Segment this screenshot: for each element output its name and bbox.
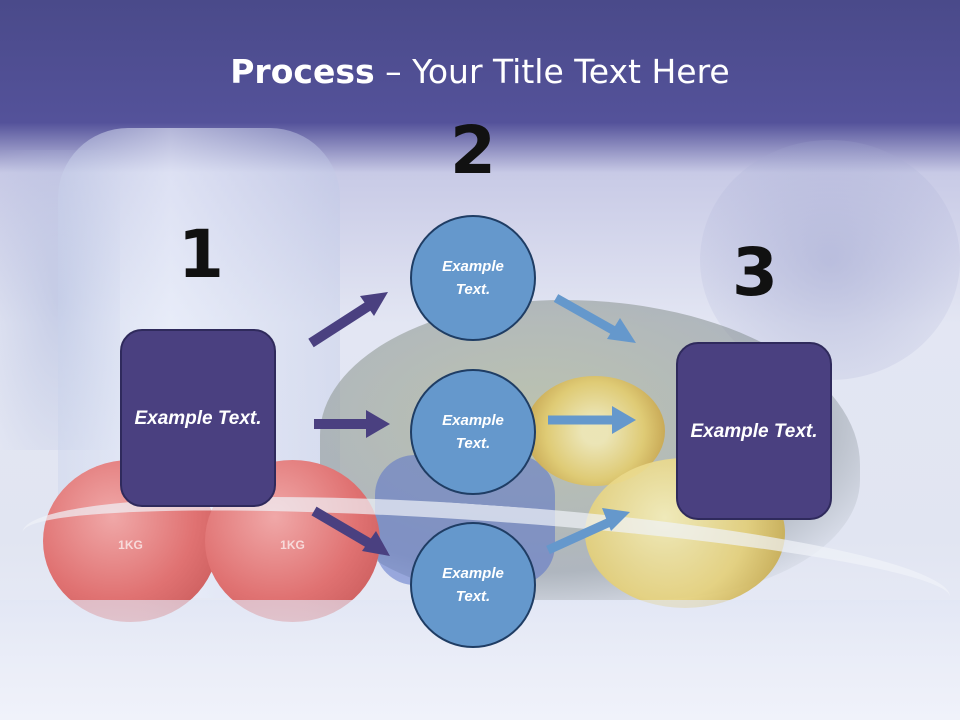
step-number-1: 1 <box>178 216 224 293</box>
arrow-icon <box>546 508 630 555</box>
title-bold: Process <box>230 52 375 91</box>
circle-text: Example Text. <box>442 412 504 452</box>
process-circle-1[interactable]: Example Text. <box>410 215 536 341</box>
weight-label: 1KG <box>280 538 305 552</box>
step-number-2: 2 <box>450 112 496 189</box>
process-circle-2[interactable]: Example Text. <box>410 369 536 495</box>
step-box-text: Example Text. <box>134 407 262 429</box>
step-box-3[interactable]: Example Text. <box>676 342 832 520</box>
circle-text: Example Text. <box>442 565 504 605</box>
process-circle-3[interactable]: Example Text. <box>410 522 536 648</box>
weight-label: 1KG <box>118 538 143 552</box>
arrow-icon <box>311 506 390 556</box>
arrow-icon <box>314 410 390 438</box>
arrow-icon <box>548 406 636 434</box>
title-rest: – Your Title Text Here <box>374 52 730 91</box>
circle-text: Example Text. <box>442 258 504 298</box>
step-number-3: 3 <box>732 234 778 311</box>
arrow-icon <box>553 294 636 343</box>
step-box-text: Example Text. <box>690 420 818 442</box>
step-box-1[interactable]: Example Text. <box>120 329 276 507</box>
slide-title: Process – Your Title Text Here <box>0 52 960 91</box>
arrow-icon <box>308 292 388 348</box>
